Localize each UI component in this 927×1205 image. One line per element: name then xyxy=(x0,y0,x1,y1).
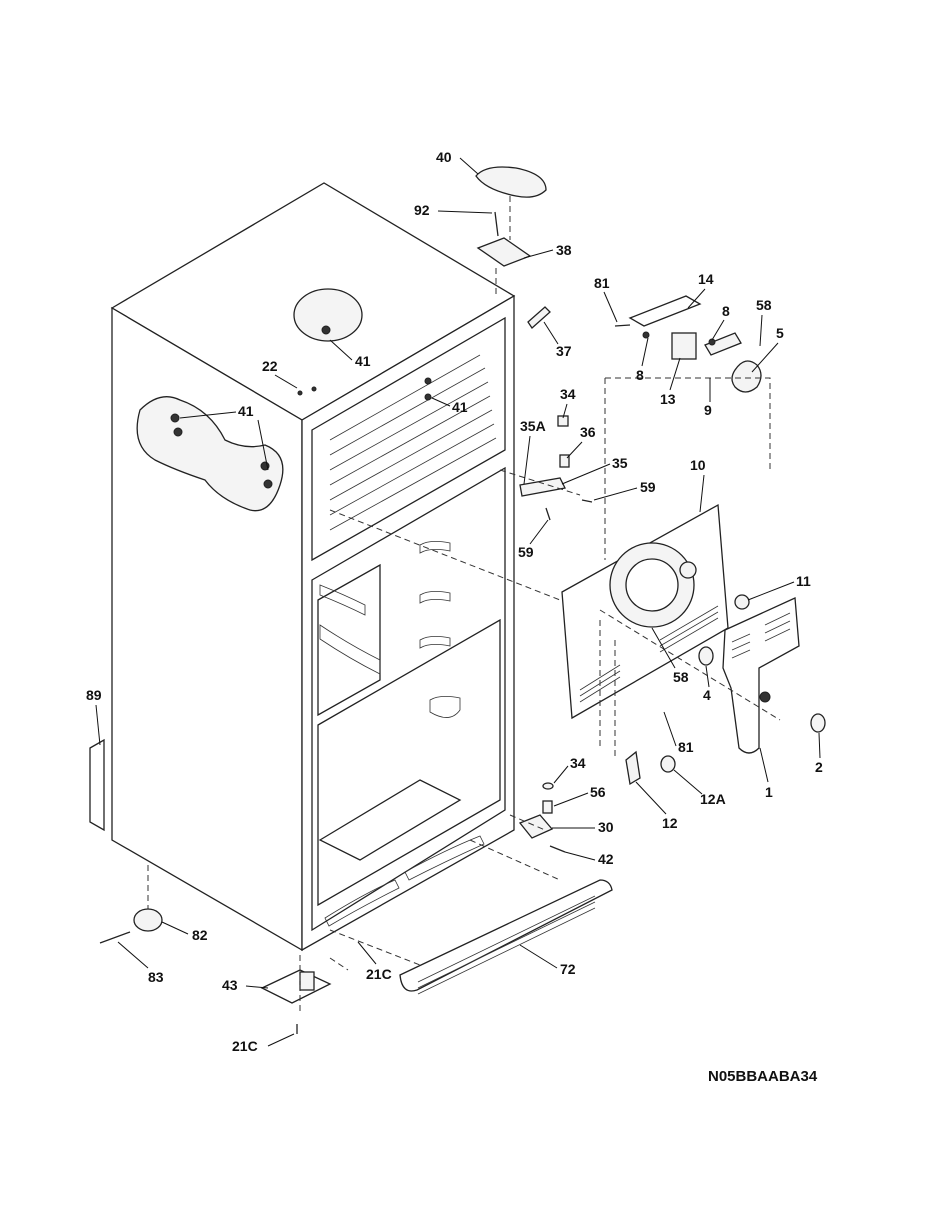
callout-83: 83 xyxy=(148,969,164,985)
callout-22: 22 xyxy=(262,358,278,374)
callout-21C-upper: 21C xyxy=(366,966,392,982)
control-housing xyxy=(599,594,826,754)
callout-41-top: 41 xyxy=(355,353,371,369)
callout-4: 4 xyxy=(703,687,711,703)
callout-13: 13 xyxy=(660,391,676,407)
callout-43: 43 xyxy=(222,977,238,993)
callout-30: 30 xyxy=(598,819,614,835)
callout-34-bottom: 34 xyxy=(570,755,586,771)
callout-58-top: 58 xyxy=(756,297,772,313)
callout-82: 82 xyxy=(192,927,208,943)
drawing-code: N05BBAABA34 xyxy=(708,1068,818,1085)
callout-72: 72 xyxy=(560,961,576,977)
callout-labels: 40 92 38 81 14 8 58 5 37 22 41 41 41 34 … xyxy=(86,149,823,1054)
callout-56: 56 xyxy=(590,784,606,800)
callout-34-top: 34 xyxy=(560,386,576,402)
callout-21C-lower: 21C xyxy=(232,1038,258,1054)
callout-89: 89 xyxy=(86,687,102,703)
light-assembly xyxy=(599,620,676,786)
callout-42: 42 xyxy=(598,851,614,867)
callout-59-right: 59 xyxy=(640,479,656,495)
callout-41-side: 41 xyxy=(238,403,254,419)
evaporator-cover-panel xyxy=(329,503,729,720)
callout-59-left: 59 xyxy=(518,544,534,560)
callout-37: 37 xyxy=(556,343,572,359)
callout-1: 1 xyxy=(765,784,773,800)
callout-58-mid: 58 xyxy=(673,669,689,685)
callout-35A: 35A xyxy=(520,418,546,434)
top-hinge-assembly xyxy=(475,166,551,329)
leveler-assembly xyxy=(99,908,349,1034)
callout-38: 38 xyxy=(556,242,572,258)
callout-36: 36 xyxy=(580,424,596,440)
callout-35: 35 xyxy=(612,455,628,471)
callout-81-mid: 81 xyxy=(678,739,694,755)
toe-grille xyxy=(329,839,613,995)
center-hinge-assembly xyxy=(499,415,593,521)
callout-2: 2 xyxy=(815,759,823,775)
callout-12: 12 xyxy=(662,815,678,831)
callout-8-left: 8 xyxy=(636,367,644,383)
callout-92: 92 xyxy=(414,202,430,218)
callout-8-top: 8 xyxy=(722,303,730,319)
callout-11: 11 xyxy=(796,573,811,589)
lower-hinge-assembly xyxy=(509,782,566,853)
refrigerator-cabinet xyxy=(89,182,516,952)
callout-81-top: 81 xyxy=(594,275,610,291)
callout-14: 14 xyxy=(698,271,714,287)
fan-motor-assembly xyxy=(604,295,771,560)
callout-12A: 12A xyxy=(700,791,726,807)
callout-40: 40 xyxy=(436,149,452,165)
callout-41-front: 41 xyxy=(452,399,468,415)
callout-9: 9 xyxy=(704,402,712,418)
callout-5: 5 xyxy=(776,325,784,341)
callout-10: 10 xyxy=(690,457,706,473)
